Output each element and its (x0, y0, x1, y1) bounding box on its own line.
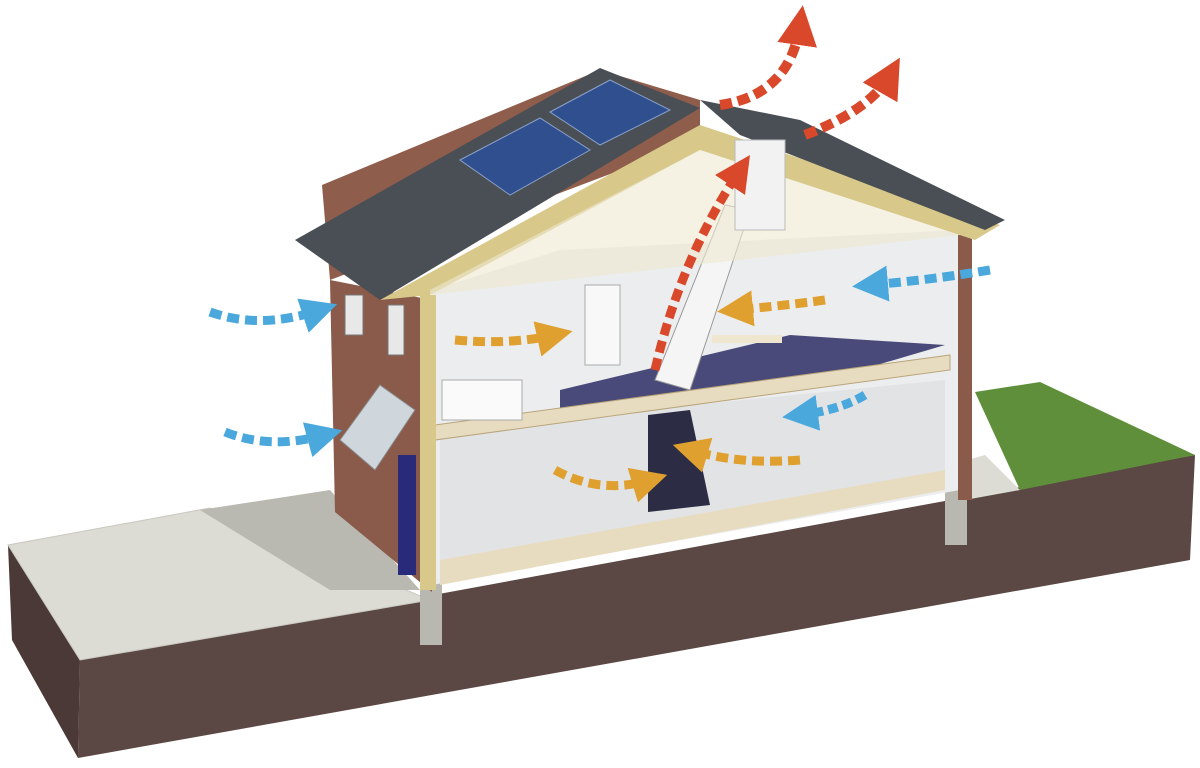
exhaust-air-arrow (650, 155, 750, 371)
cool-air-arrow (852, 265, 991, 302)
loft-space (430, 150, 960, 295)
ground-floor-timber (440, 470, 945, 585)
warm-air-arrow (717, 290, 826, 327)
cool-air-arrow (782, 391, 868, 431)
ground (7, 382, 1195, 758)
roof-right-slope (700, 100, 1005, 230)
window-upper-2 (387, 304, 405, 356)
warm-air-arrow (672, 437, 801, 473)
bath (441, 379, 523, 421)
cool-air-arrow (208, 298, 338, 333)
table (712, 335, 782, 343)
exhaust-air-arrow (803, 57, 900, 140)
exhaust-air-arrow (719, 5, 817, 110)
foundation-right (945, 490, 967, 545)
house (295, 68, 1005, 592)
paving-right (960, 455, 1020, 500)
foundation-left (420, 580, 442, 645)
airflow-arrows (208, 5, 991, 503)
paving-shadow (200, 490, 420, 590)
left-wall-section (420, 295, 436, 590)
solar-panels-1 (459, 117, 591, 196)
door (398, 455, 416, 575)
warm-air-arrow (454, 321, 573, 357)
porch-canopy (339, 384, 416, 471)
dormer (734, 139, 786, 231)
ground-left-face (8, 545, 80, 758)
roof-insulation (380, 125, 1000, 300)
warm-air-arrow (552, 466, 668, 503)
first-floor-carpet (560, 335, 945, 410)
window-upper (344, 294, 364, 336)
grass (975, 382, 1195, 490)
cool-air-arrow (223, 422, 343, 458)
solar-panels-2 (549, 79, 672, 146)
brick-right-wall (958, 235, 972, 500)
ground-front-face (78, 455, 1195, 758)
boiler-cupboard (584, 284, 621, 366)
